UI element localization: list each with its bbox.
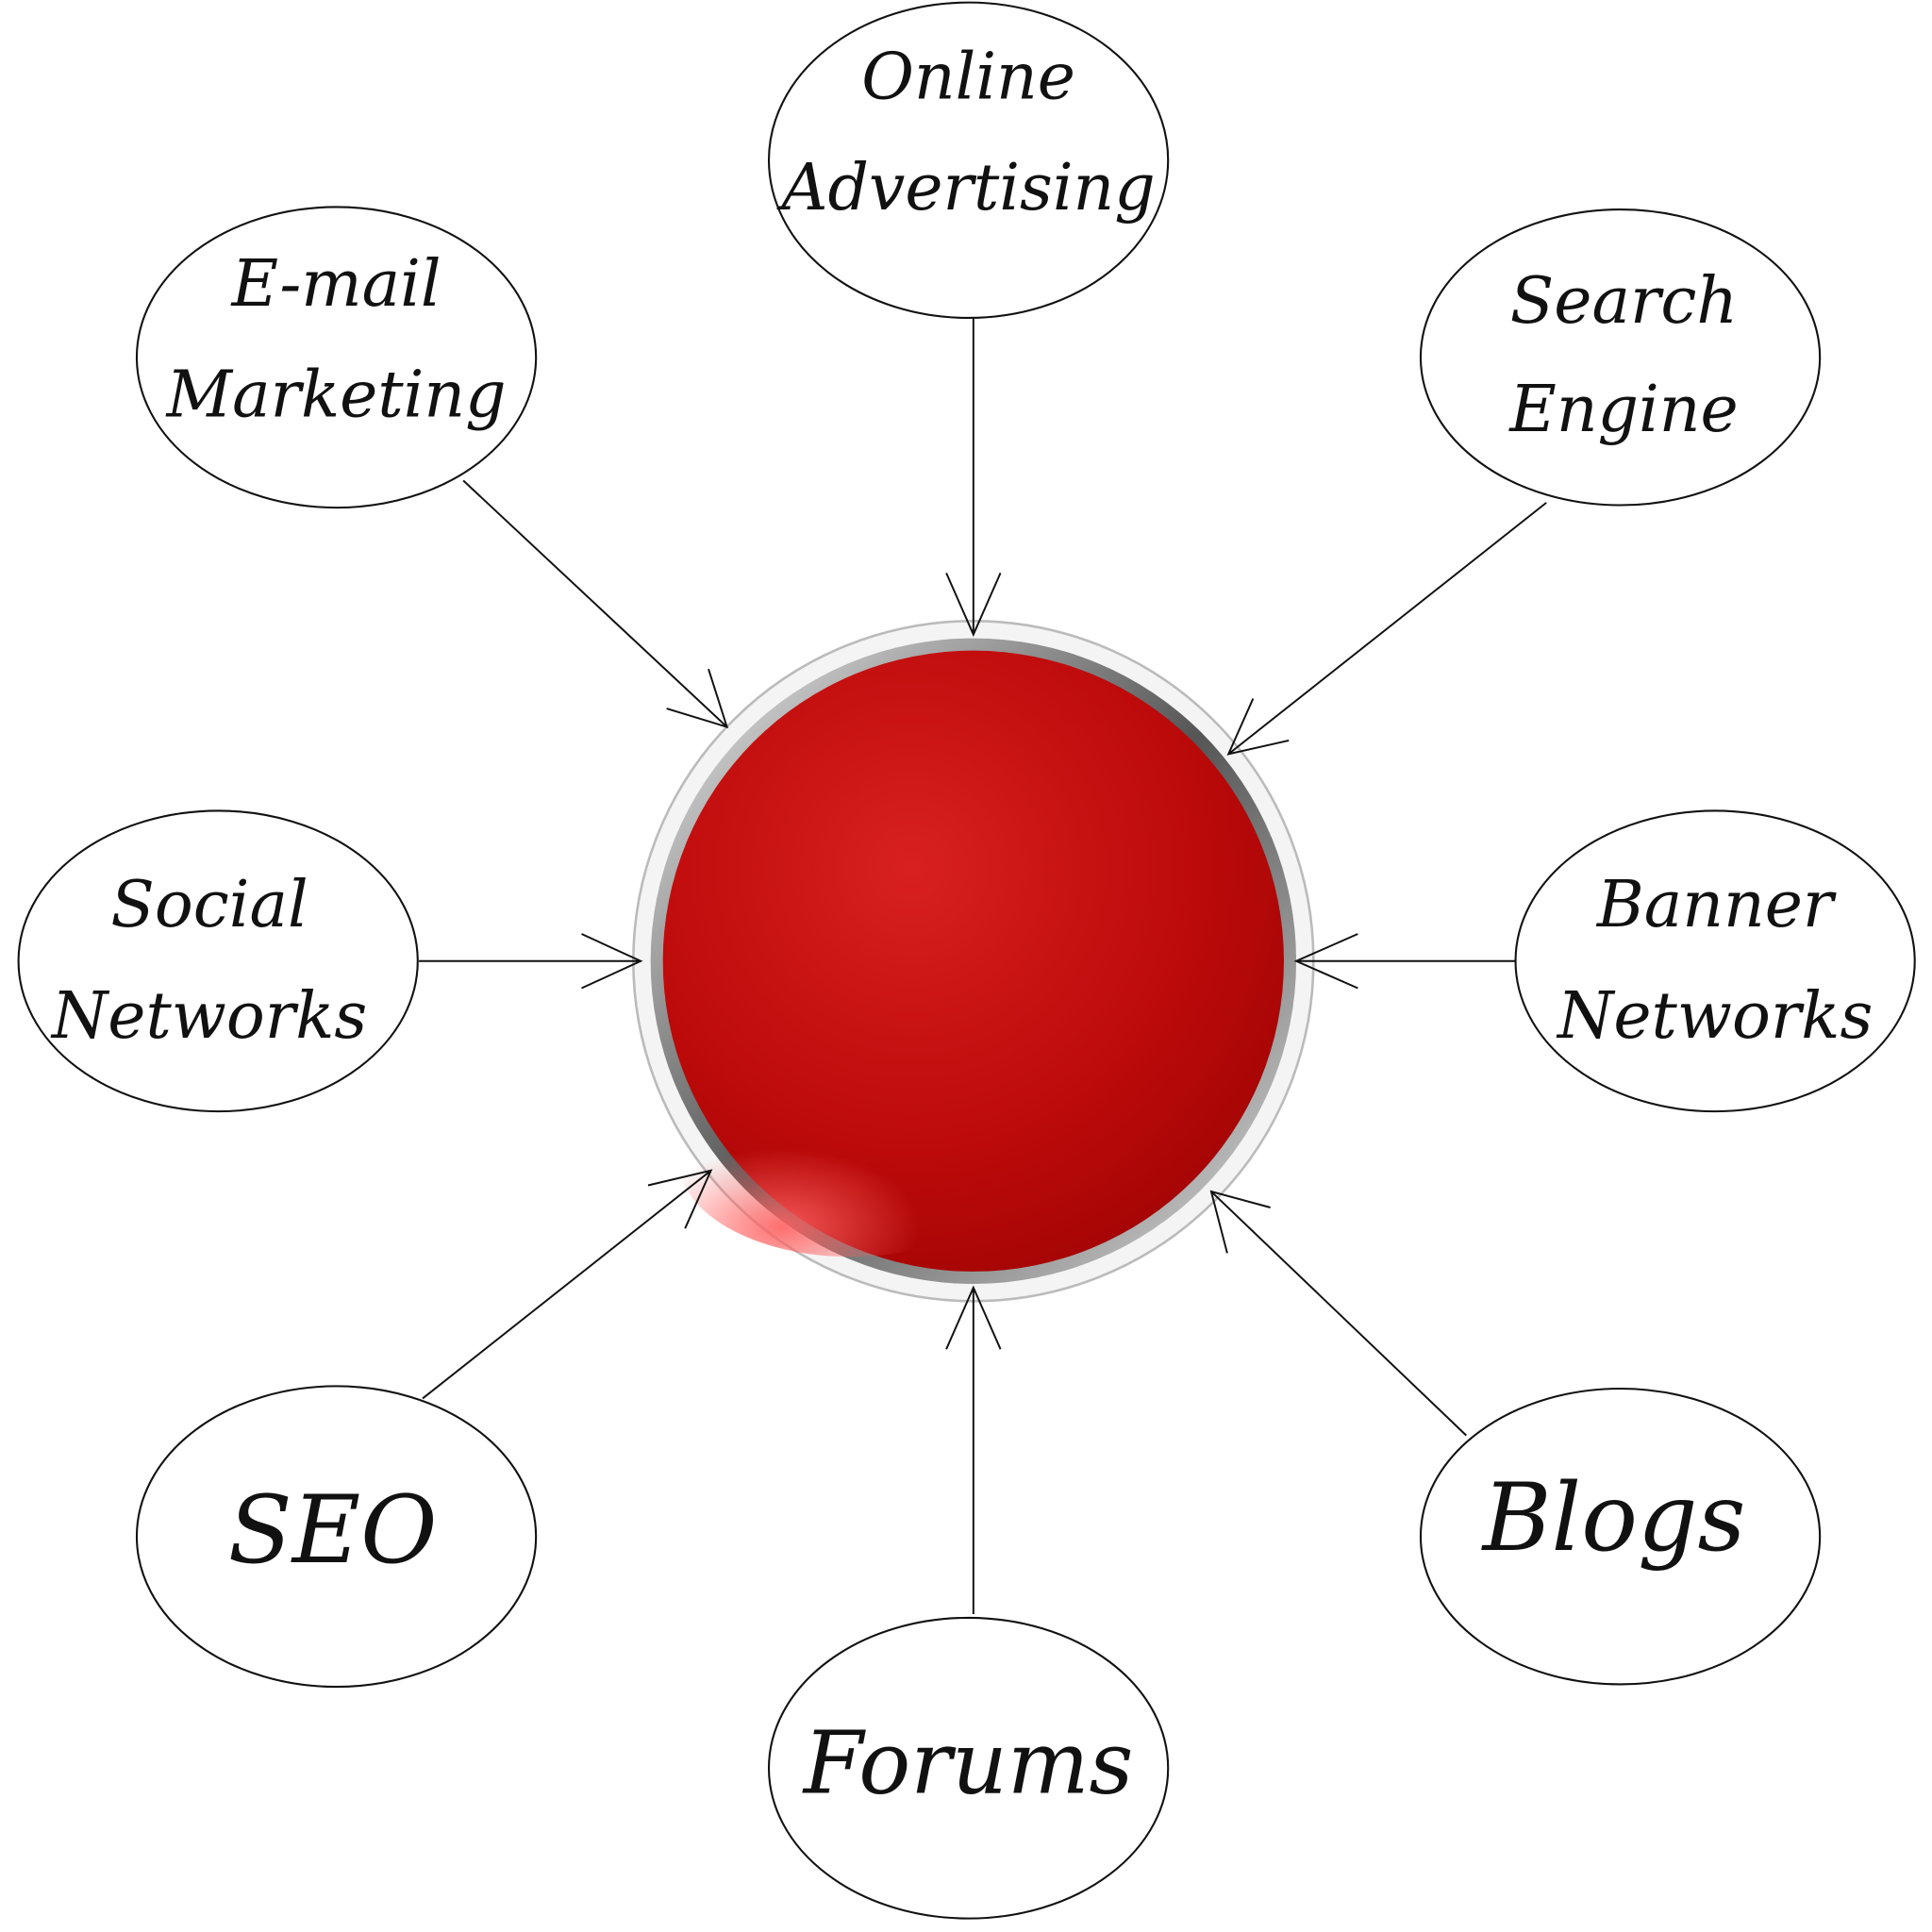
node-label: Forums xyxy=(802,1712,1134,1813)
arrow-email-marketing xyxy=(462,479,729,729)
node-label: Online xyxy=(861,40,1075,114)
node-label: Advertising xyxy=(775,151,1155,225)
node-blogs: Blogs xyxy=(1419,1387,1822,1686)
arrow-blogs xyxy=(1209,1190,1467,1437)
node-label: Engine xyxy=(1507,373,1738,447)
node-social-networks: Social Networks xyxy=(17,809,419,1113)
arrow-online-advertising xyxy=(945,314,1002,638)
arrow-search-engine xyxy=(1226,502,1547,756)
node-label: Social xyxy=(110,868,308,942)
node-label: Networks xyxy=(1556,979,1873,1054)
node-label: Banner xyxy=(1595,868,1837,942)
node-forums: Forums xyxy=(767,1616,1170,1920)
arrow-forums xyxy=(945,1285,1002,1615)
node-label: Networks xyxy=(50,979,367,1054)
node-online-advertising: Online Advertising xyxy=(767,1,1170,320)
node-label: E-mail xyxy=(230,247,441,322)
node-email-marketing: E-mail Marketing xyxy=(135,206,538,509)
node-search-engine: Search Engine xyxy=(1419,208,1822,507)
node-label: Search xyxy=(1510,264,1738,339)
node-label: SEO xyxy=(228,1476,438,1585)
node-label: Blogs xyxy=(1481,1464,1746,1573)
arrow-seo xyxy=(422,1169,713,1400)
node-banner-networks: Banner Networks xyxy=(1514,809,1916,1113)
node-seo: SEO xyxy=(135,1385,538,1689)
connectors xyxy=(419,314,1547,1615)
center-red-button[interactable] xyxy=(632,619,1315,1303)
arrow-social-networks xyxy=(419,933,643,990)
arrow-banner-networks xyxy=(1293,933,1516,990)
node-label: Marketing xyxy=(165,358,507,432)
